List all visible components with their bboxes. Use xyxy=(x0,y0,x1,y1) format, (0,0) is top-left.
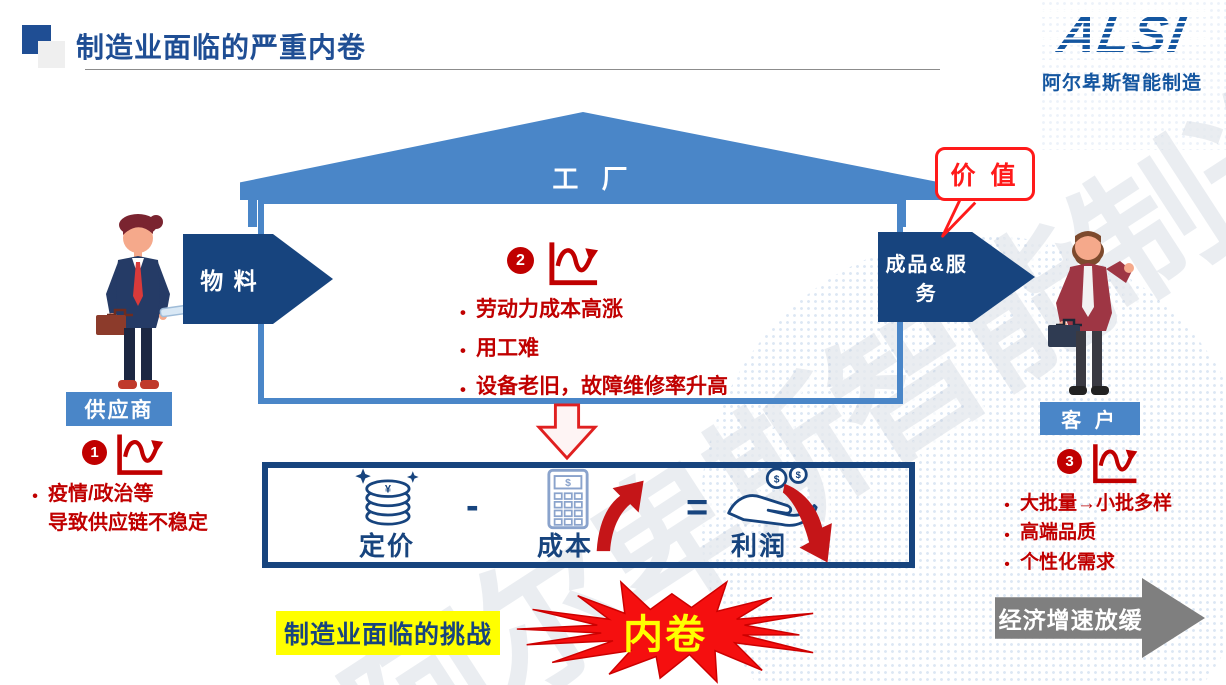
badge-3-number: 3 xyxy=(1065,453,1074,470)
economy-label: 经济增速放缓 xyxy=(998,607,1143,633)
value-speech-bubble: 价 值 xyxy=(935,147,1035,201)
equals-operator: = xyxy=(686,487,709,529)
list-item: • 用工难 xyxy=(450,331,870,370)
bullet-dot: • xyxy=(460,341,466,361)
material-arrow-label: 物 料 xyxy=(200,268,259,294)
dollar-symbol: $ xyxy=(774,474,780,485)
cost-label: 成本 xyxy=(536,531,593,561)
cost-up-arrow-icon xyxy=(596,480,644,552)
alsi-logo: ALSI xyxy=(1036,6,1208,64)
customer-bullet-3: 个性化需求 xyxy=(1020,551,1116,573)
coins-icon: ¥ xyxy=(355,468,419,526)
bullet-dot: • xyxy=(32,488,38,506)
factory-issue-bullets: • 劳动力成本高涨 • 用工难 • 设备老旧，故障维修率升高 xyxy=(450,292,870,408)
alsi-logo-stripes-decor xyxy=(1036,6,1208,64)
trend-chart-icon xyxy=(117,434,164,475)
customer-person-illustration xyxy=(1048,231,1134,395)
customer-bullet-2: 高端品质 xyxy=(1020,522,1097,544)
trend-chart-icon xyxy=(1093,444,1138,484)
title-divider xyxy=(85,69,940,70)
calculator-icon: $ xyxy=(547,468,589,530)
list-item: • 设备老旧，故障维修率升高 xyxy=(450,369,870,408)
factory-roof-label: 工 厂 xyxy=(552,164,636,194)
profit-label: 利润 xyxy=(730,531,787,561)
roof-post-left xyxy=(248,200,257,227)
down-arrow-icon xyxy=(535,403,599,461)
profit-down-arrow-icon xyxy=(782,483,832,563)
factory-roof: 工 厂 xyxy=(240,112,940,200)
badge-1-number: 1 xyxy=(90,444,99,461)
output-arrow-label: 成品&服务 xyxy=(885,254,968,305)
minus-operator: - xyxy=(466,485,479,527)
list-item: • 疫情/政治等 xyxy=(22,481,262,510)
supplier-person-illustration xyxy=(96,214,190,389)
bullet-dot: • xyxy=(460,379,466,399)
dollar-symbol: $ xyxy=(796,469,802,480)
list-item: • 大批量→小批多样 xyxy=(994,490,1224,519)
list-item: • 劳动力成本高涨 xyxy=(450,292,870,331)
bullet-dot: • xyxy=(1004,555,1010,573)
bullet-dot: • xyxy=(460,302,466,322)
page-title: 制造业面临的严重内卷 xyxy=(76,32,367,63)
pricing-formula-box xyxy=(262,462,915,568)
factory-bullet-3: 设备老旧，故障维修率升高 xyxy=(476,375,728,399)
badge-2-number: 2 xyxy=(516,251,525,269)
supplier-bullet-line-2: 导致供应链不稳定 xyxy=(48,512,208,535)
badge-2: 2 xyxy=(507,247,534,274)
burst-label: 内卷 xyxy=(623,612,707,657)
customer-tag-label: 客 户 xyxy=(1061,410,1119,432)
supplier-bullets: • 疫情/政治等 导致供应链不稳定 xyxy=(22,481,262,537)
value-bubble-tail-icon xyxy=(941,195,977,238)
pricing-label: 定价 xyxy=(358,531,415,561)
badge-3: 3 xyxy=(1057,449,1082,474)
bullet-dot xyxy=(22,510,48,512)
supplier-bullet-line-1: 疫情/政治等 xyxy=(48,483,154,505)
alsi-logo-subtitle: 阿尔卑斯智能制造 xyxy=(1041,73,1202,94)
trend-chart-icon xyxy=(549,242,599,286)
challenge-highlight: 制造业面临的挑战 xyxy=(276,611,501,655)
customer-tag: 客 户 xyxy=(1040,402,1140,435)
hand-coins-icon: $ $ xyxy=(727,466,818,527)
title-bullet-square-gray xyxy=(38,41,65,68)
challenge-label: 制造业面临的挑战 xyxy=(284,621,493,649)
badge-1: 1 xyxy=(82,440,107,465)
value-bubble-label: 价 值 xyxy=(950,162,1020,190)
bullet-dot: • xyxy=(1004,497,1010,515)
bullet-dot: • xyxy=(1004,526,1010,544)
list-item: 导致供应链不稳定 xyxy=(22,510,262,537)
list-item: • 个性化需求 xyxy=(994,549,1224,578)
factory-bullet-1: 劳动力成本高涨 xyxy=(476,298,623,321)
list-item: • 高端品质 xyxy=(994,519,1224,548)
customer-bullet-1: 大批量→小批多样 xyxy=(1020,493,1173,514)
burst-star-icon xyxy=(516,580,814,684)
customer-bullets: • 大批量→小批多样 • 高端品质 • 个性化需求 xyxy=(994,490,1224,578)
involution-burst: 内卷 xyxy=(512,580,818,684)
dollar-symbol: $ xyxy=(565,477,571,489)
yuan-symbol: ¥ xyxy=(385,483,392,495)
supplier-tag-label: 供应商 xyxy=(84,399,154,422)
factory-bullet-2: 用工难 xyxy=(476,336,539,360)
supplier-tag: 供应商 xyxy=(66,392,172,426)
